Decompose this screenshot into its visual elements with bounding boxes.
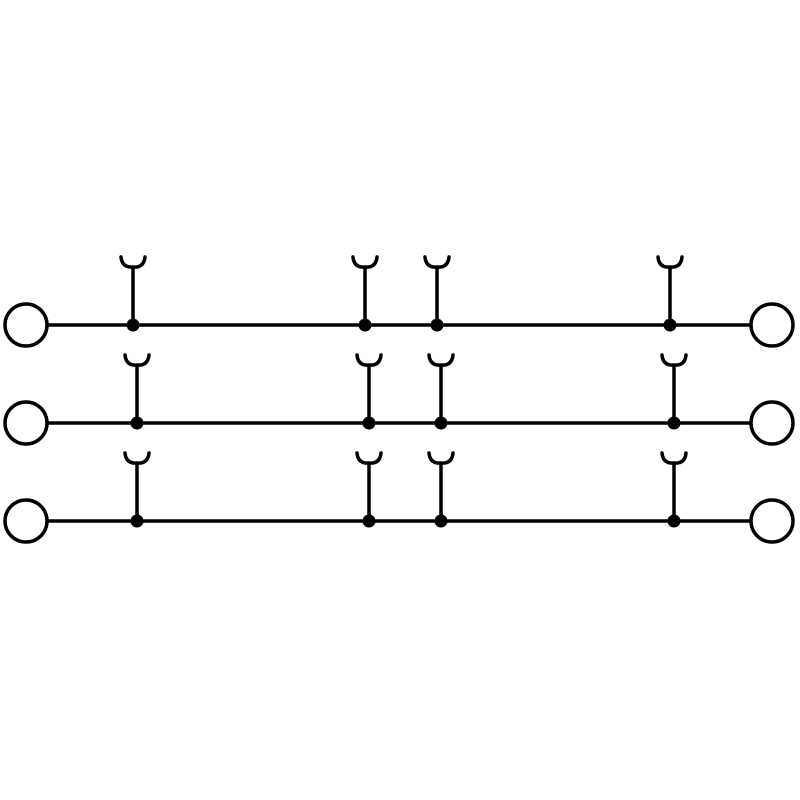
plug-socket-icon xyxy=(427,451,455,465)
junction-dot xyxy=(434,416,448,430)
junction-dot xyxy=(430,318,444,332)
junction-dot xyxy=(130,514,144,528)
junction-dot xyxy=(130,416,144,430)
terminal-row-1 xyxy=(3,255,795,348)
screw-terminal-right-icon xyxy=(749,400,795,446)
screw-terminal-right-icon xyxy=(749,302,795,348)
junction-dot xyxy=(667,514,681,528)
plug-socket-icon xyxy=(660,353,688,367)
junction-dot xyxy=(434,514,448,528)
plug-socket-icon xyxy=(427,353,455,367)
screw-terminal-left-icon xyxy=(3,498,49,544)
plug-socket-icon xyxy=(351,255,379,269)
junction-dot xyxy=(362,416,376,430)
screw-terminal-right-icon xyxy=(749,498,795,544)
junction-dot xyxy=(362,514,376,528)
junction-dot xyxy=(663,318,677,332)
plug-socket-icon xyxy=(656,255,684,269)
junction-dot xyxy=(126,318,140,332)
junction-dot xyxy=(358,318,372,332)
plug-socket-icon xyxy=(355,451,383,465)
terminal-row-2 xyxy=(3,353,795,446)
plug-socket-icon xyxy=(660,451,688,465)
screw-terminal-left-icon xyxy=(3,302,49,348)
plug-socket-icon xyxy=(355,353,383,367)
plug-socket-icon xyxy=(123,353,151,367)
terminal-row-3 xyxy=(3,451,795,544)
plug-socket-icon xyxy=(123,451,151,465)
junction-dot xyxy=(667,416,681,430)
plug-socket-icon xyxy=(423,255,451,269)
screw-terminal-left-icon xyxy=(3,400,49,446)
plug-socket-icon xyxy=(119,255,147,269)
